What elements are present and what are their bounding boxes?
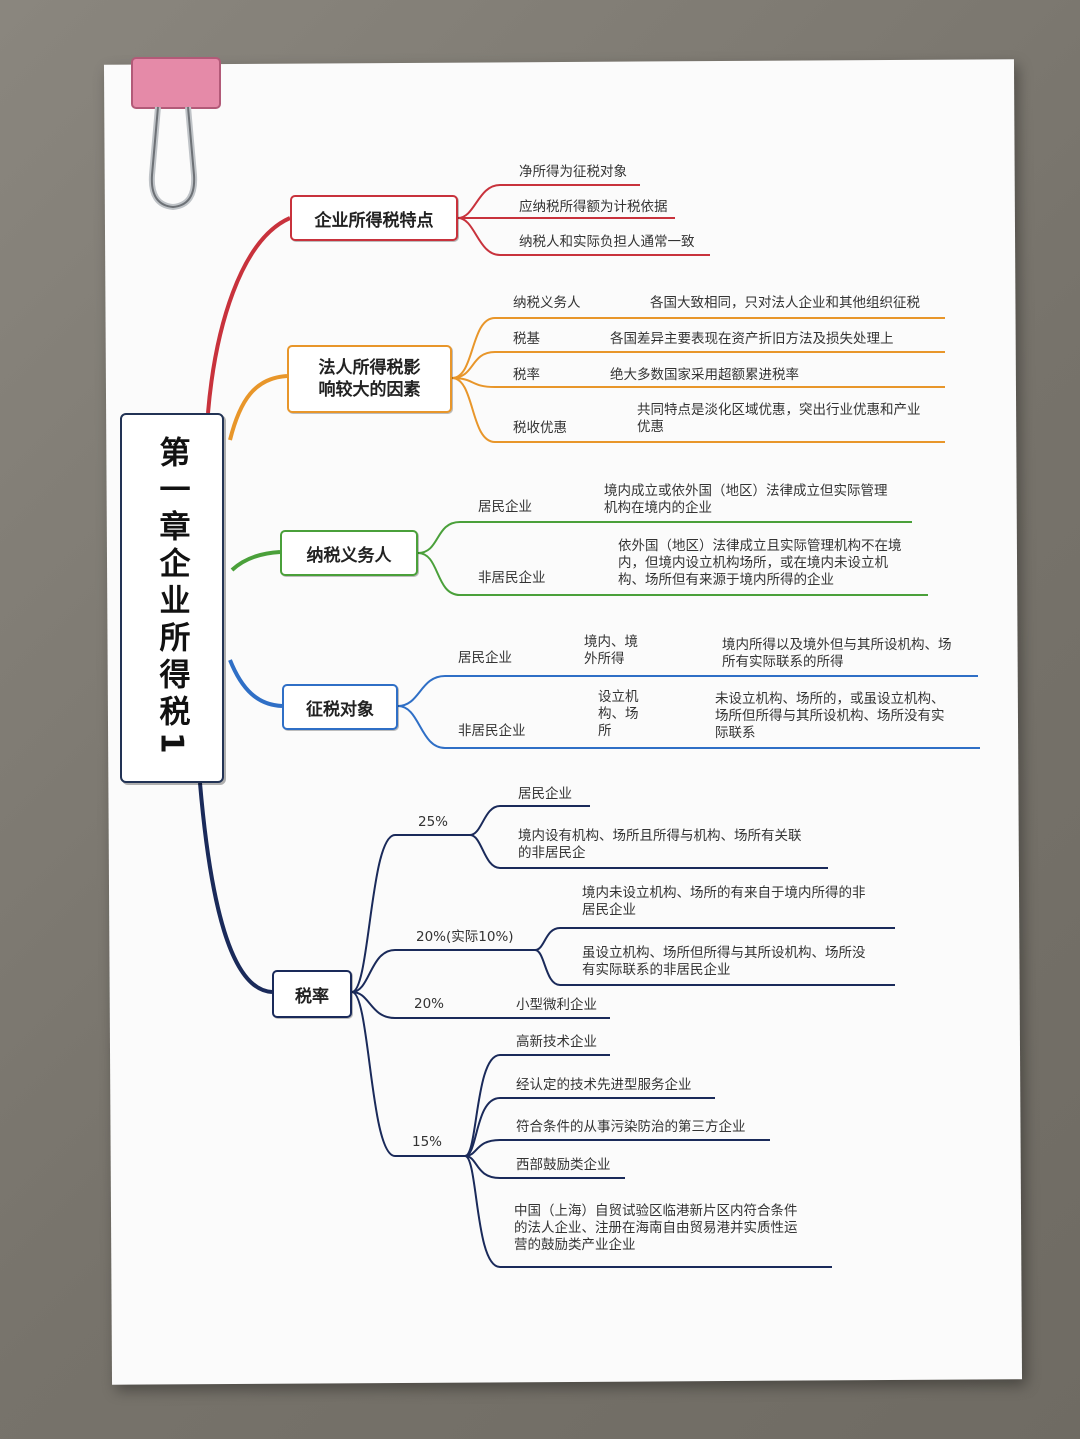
rate-group-1-label: 25% bbox=[418, 814, 449, 830]
taxpayer-value-2: 依外国（地区）法律成立且实际管理机构不在境 内，但境内设立机构场所，或在境内未设… bbox=[618, 538, 902, 588]
factor-value-1: 各国大致相同，只对法人企业和其他组织征税 bbox=[650, 295, 920, 311]
node-factors: 法人所得税影 响较大的因素 bbox=[287, 345, 452, 413]
factor-key-2: 税基 bbox=[513, 331, 540, 347]
node-features: 企业所得税特点 bbox=[290, 195, 458, 241]
rate-4-item-4: 西部鼓励类企业 bbox=[516, 1157, 611, 1173]
feature-item-3: 纳税人和实际负担人通常一致 bbox=[519, 234, 695, 250]
taxpayer-key-1: 居民企业 bbox=[478, 499, 532, 515]
rate-2-item-2: 虽设立机构、场所但所得与其所设机构、场所没 有实际联系的非居民企业 bbox=[582, 945, 866, 978]
node-rate-label: 税率 bbox=[295, 986, 329, 1007]
rate-4-item-3: 符合条件的从事污染防治的第三方企业 bbox=[516, 1119, 746, 1135]
factor-key-4: 税收优惠 bbox=[513, 420, 567, 436]
rate-2-item-1: 境内未设立机构、场所的有来自于境内所得的非 居民企业 bbox=[582, 885, 866, 918]
node-factors-label: 法人所得税影 响较大的因素 bbox=[318, 358, 421, 400]
taxpayer-key-2: 非居民企业 bbox=[478, 570, 546, 586]
taxpayer-value-1: 境内成立或依外国（地区）法律成立但实际管理 机构在境内的企业 bbox=[604, 483, 888, 516]
object-mid-1: 境内、境 外所得 bbox=[584, 634, 638, 667]
rate-group-3-label: 20% bbox=[414, 996, 445, 1012]
object-value-1: 境内所得以及境外但与其所设机构、场 所有实际联系的所得 bbox=[722, 637, 952, 670]
factor-value-4: 共同特点是淡化区域优惠，突出行业优惠和产业 优惠 bbox=[637, 402, 921, 435]
feature-item-2: 应纳税所得额为计税依据 bbox=[519, 199, 668, 215]
factor-key-1: 纳税义务人 bbox=[513, 295, 581, 311]
rate-4-item-2: 经认定的技术先进型服务企业 bbox=[516, 1077, 692, 1093]
object-mid-2: 设立机 构、场 所 bbox=[598, 689, 639, 739]
factor-value-2: 各国差异主要表现在资产折旧方法及损失处理上 bbox=[610, 331, 894, 347]
node-taxpayer-label: 纳税义务人 bbox=[306, 545, 392, 566]
node-taxpayer: 纳税义务人 bbox=[280, 530, 418, 576]
object-key-1: 居民企业 bbox=[458, 650, 512, 666]
chapter-title: 第一章企业所得税1 bbox=[153, 436, 190, 760]
node-features-label: 企业所得税特点 bbox=[314, 210, 434, 231]
rate-group-2-label: 20%(实际10%) bbox=[416, 929, 514, 945]
object-value-2: 未设立机构、场所的，或虽设立机构、 场所但所得与其所设机构、场所没有实 际联系 bbox=[715, 691, 945, 741]
node-object-label: 征税对象 bbox=[306, 699, 374, 720]
rate-1-item-2: 境内设有机构、场所且所得与机构、场所有关联 的非居民企 bbox=[518, 828, 802, 861]
rate-3-item-1: 小型微利企业 bbox=[516, 997, 597, 1013]
chapter-title-box: 第一章企业所得税1 bbox=[120, 413, 224, 783]
rate-group-4-label: 15% bbox=[412, 1134, 443, 1150]
factor-key-3: 税率 bbox=[513, 367, 540, 383]
rate-4-item-5: 中国（上海）自贸试验区临港新片区内符合条件 的法人企业、注册在海南自由贸易港并实… bbox=[514, 1203, 798, 1253]
object-key-2: 非居民企业 bbox=[458, 723, 526, 739]
feature-item-1: 净所得为征税对象 bbox=[519, 164, 627, 180]
binder-clip-icon bbox=[131, 57, 221, 211]
node-object: 征税对象 bbox=[282, 684, 398, 730]
factor-value-3: 绝大多数国家采用超额累进税率 bbox=[610, 367, 799, 383]
rate-1-item-1: 居民企业 bbox=[518, 786, 572, 802]
rate-4-item-1: 高新技术企业 bbox=[516, 1034, 597, 1050]
node-rate: 税率 bbox=[272, 970, 352, 1018]
